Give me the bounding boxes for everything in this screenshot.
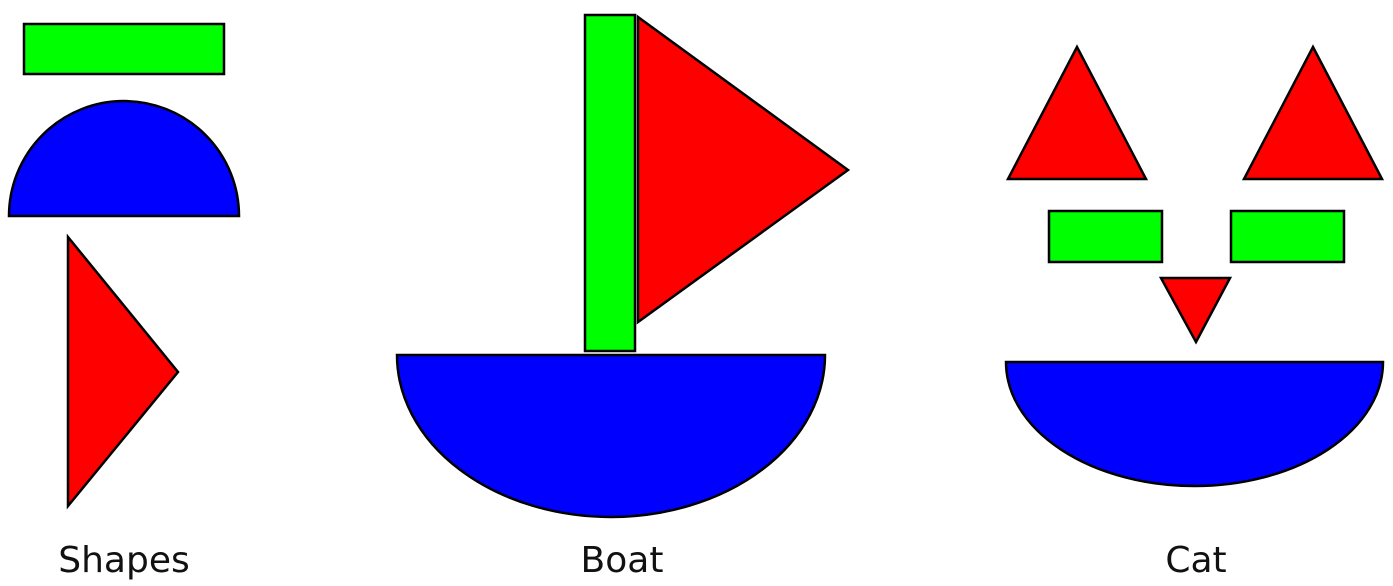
cat-nose bbox=[1161, 278, 1230, 342]
blue-half-circle bbox=[9, 101, 239, 216]
cat-mouth bbox=[1006, 362, 1383, 486]
cat-left-eye bbox=[1049, 211, 1162, 262]
red-triangle bbox=[68, 237, 178, 506]
boat-mast bbox=[585, 15, 635, 351]
cat-right-eye bbox=[1231, 211, 1344, 262]
cat-group: Cat bbox=[1006, 47, 1383, 581]
cat-right-ear bbox=[1244, 47, 1382, 179]
boat-group: Boat bbox=[397, 15, 848, 581]
boat-caption: Boat bbox=[581, 540, 664, 581]
cat-caption: Cat bbox=[1165, 540, 1226, 581]
shapes-group: Shapes bbox=[9, 24, 239, 581]
shapes-caption: Shapes bbox=[58, 540, 189, 581]
green-rectangle bbox=[24, 24, 224, 74]
boat-hull bbox=[397, 355, 825, 517]
cat-left-ear bbox=[1008, 47, 1146, 179]
boat-sail bbox=[638, 17, 848, 322]
